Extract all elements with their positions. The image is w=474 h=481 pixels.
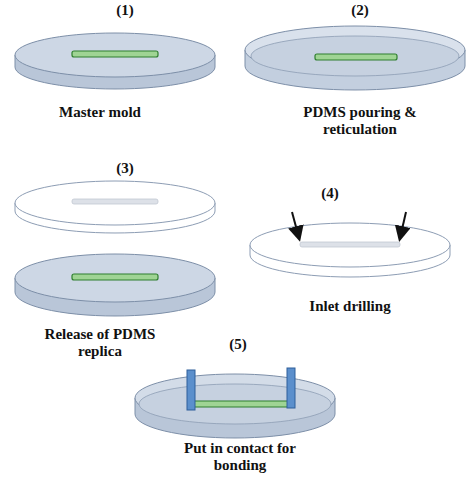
step-caption: PDMS pouring & reticulation [303,104,417,138]
step-number: (1) [116,2,134,19]
step-caption: Inlet drilling [309,298,390,315]
step-caption: Master mold [59,104,141,121]
pdms-replica [15,181,215,233]
bonded-chip [135,368,335,438]
drill-arrow [292,212,299,238]
step-caption: Put in contact for bonding [165,440,315,474]
step-number: (4) [321,185,339,202]
master-mold-dish [15,33,215,89]
step-number: (3) [116,160,134,177]
drill-arrow [400,212,406,238]
step-number: (2) [351,2,369,19]
master-mold-dish [15,254,215,316]
drilled-replica [250,223,450,277]
step-caption: Release of PDMS replica [35,326,165,360]
pdms-pouring-dish [245,26,465,90]
step-number: (5) [229,336,247,353]
